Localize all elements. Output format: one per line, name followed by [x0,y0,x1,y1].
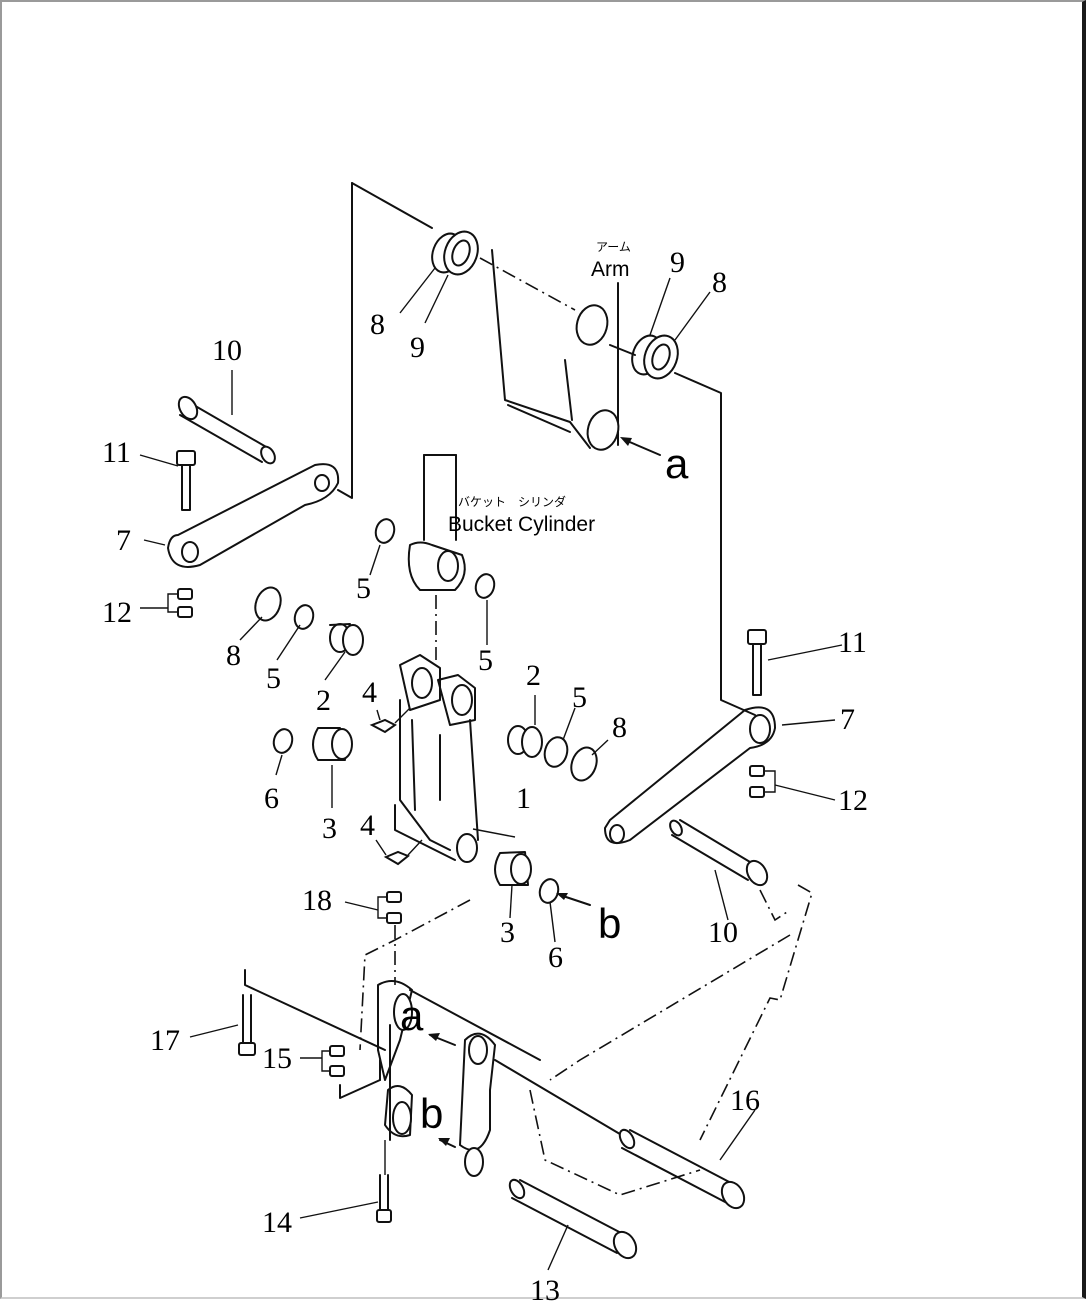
nut-15 [321,1045,381,1099]
pin-16 [618,1128,746,1210]
callout-6: 6 [548,941,563,974]
seal-5-c [293,604,315,630]
callout-4: 4 [362,676,377,709]
callout-5: 5 [572,681,587,714]
left-link-assembly [167,395,340,618]
callout-18: 18 [302,884,332,917]
link-7-right [604,706,776,844]
reference-mark-b: b [598,900,621,947]
callout-8: 8 [226,639,241,672]
bucket-cylinder-rod [407,454,466,660]
callout-8: 8 [712,266,727,299]
callout-8: 8 [612,711,627,744]
callout-2: 2 [526,659,541,692]
callout-10: 10 [708,916,738,949]
arm-boss-upper [575,304,609,346]
reference-mark-a: a [665,440,689,487]
bushing-2-right [507,725,543,758]
seal-5-d [543,736,569,768]
pin-13 [508,1178,638,1260]
nut-18 [377,891,402,985]
bucket-cylinder-caption-jp: バケット シリンダ [458,494,566,509]
assembly-guide-line-top [351,182,433,229]
callout-14: 14 [262,1206,292,1239]
shim-8-right [570,746,598,782]
shim-8-left [254,586,282,622]
bucket-cylinder-caption: Bucket Cylinder [448,513,595,536]
bolt-11-left [176,450,196,511]
pin-10-right [669,819,769,887]
bucket-bracket [238,884,813,1260]
callout-9: 9 [670,246,685,279]
nut-12-left [167,588,193,618]
callout-6: 6 [264,782,279,815]
seal-shim-left [431,230,479,276]
callout-10: 10 [212,334,242,367]
callout-4: 4 [360,809,375,842]
callout-11: 11 [838,626,867,659]
assembly-guide-line-right [674,372,756,716]
callout-12: 12 [838,784,868,817]
bolt-17 [238,969,386,1056]
callout-7: 7 [116,524,131,557]
arm-body-outline [491,249,591,449]
callout-1: 1 [516,782,531,815]
seal-5-b [474,573,496,599]
arm-boss-lower [586,409,620,451]
bolt-11-right [747,629,767,696]
callout-12: 12 [102,596,132,629]
seal-5-a [374,518,396,544]
link-1-assembly [369,654,479,866]
seal-6-left [272,728,294,754]
callout-16: 16 [730,1084,760,1117]
callout-5: 5 [478,644,493,677]
seal-shim-right [631,334,679,380]
seals-bushings [254,518,598,906]
callout-labels: 8 9 9 8 a 10 11 7 12 5 5 8 5 2 4 6 3 4 1… [102,246,868,1303]
pin-10-left [177,395,276,465]
reference-mark-a: a [400,992,424,1039]
callout-5: 5 [266,662,281,695]
bushing-2-left [329,623,364,656]
callout-8: 8 [370,308,385,341]
grease-fitting-upper [369,718,397,734]
leader-lines [139,267,843,1271]
callout-13: 13 [530,1274,560,1303]
arm-caption-jp: アーム [596,240,631,254]
callout-3: 3 [500,916,515,949]
callout-9: 9 [410,331,425,364]
arm-assembly [337,182,756,716]
callout-15: 15 [262,1042,292,1075]
bushing-3-right [494,851,532,886]
callout-17: 17 [150,1024,180,1057]
right-link-assembly [604,629,776,887]
reference-mark-b: b [420,1090,443,1137]
assembly-guide-line-left [337,182,353,499]
callout-3: 3 [322,812,337,845]
callout-11: 11 [102,436,131,469]
bushing-3-left [312,727,353,761]
callout-5: 5 [356,572,371,605]
nut-12-right [749,765,776,798]
callout-2: 2 [316,684,331,717]
link-7-left [167,463,340,568]
grease-fitting-lower [383,850,410,866]
bolt-14 [376,1140,392,1223]
arm-caption: Arm [591,258,630,281]
seal-6-right [538,878,560,904]
callout-7: 7 [840,703,855,736]
